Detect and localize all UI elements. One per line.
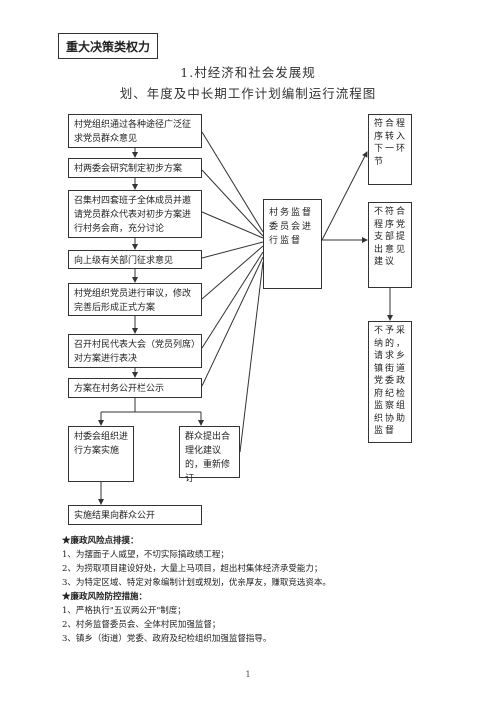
risk-points-heading: ★廉政风险点排摸： [62,536,139,546]
step-representatives-vote: 召开村民代表大会（党员列席）对方案进行表决 [68,334,202,368]
side-proceed-next-step: 符合程序转入下一环节 [368,114,412,185]
control-measure-item: 1、严格执行"五议两公开"制度； [62,606,186,616]
step-consult-superiors: 向上级有关部门征求意见 [68,250,202,269]
page-number: 1 [245,670,251,679]
risk-point-item: 1、为摆面子人威望，不切实际搞政绩工程； [62,550,229,560]
step-publish-results: 实施结果向群众公开 [68,505,202,525]
control-measure-item: 3、镇乡（街道）党委、政府及纪检组织加强监督指导。 [62,634,272,644]
sup-line-1 [201,131,264,233]
step-public-notice: 方案在村务公开栏公示 [68,378,202,398]
arrow-sup-to-s1 [321,151,368,241]
step-draft-plan: 村两委会研究制定初步方案 [68,158,202,178]
category-tag: 重大决策类权力 [58,33,158,59]
page-title-line2: 划、年度及中长期工作计划编制运行流程图 [119,86,377,101]
risk-point-item: 2、为捞取项目建设好处，大量上马项目，超出村集体经济承受能力； [62,564,323,574]
sup-line-6 [201,251,264,349]
control-measure-item: 2、村务监督委员会、全体村民加强监督； [62,620,221,630]
sup-line-3 [201,211,264,239]
sup-line-7 [201,256,264,387]
control-measures-heading: ★廉政风险防控措施： [62,592,148,602]
side-party-branch-opinion: 不符合程序党支部提出意见建议 [368,202,412,288]
side-request-supervision: 不予采纳的，请求乡镇街道党委政府纪检监察组织协助监督 [368,321,412,443]
sup-line-8 [239,261,264,453]
risk-point-item: 3、为特定区域、特定对象编制计划或规划，优亲厚友，赚取竞选资本。 [62,578,331,588]
step-solicit-opinions: 村党组织通过各种途径广泛征求党员群众意见 [68,114,202,148]
supervision-committee-box: 村务监督委员会进行监督 [263,199,322,289]
step-village-consultation: 召集村四套班子全体成员并邀请党员群众代表对初步方案进行村务会商，充分讨论 [68,190,202,238]
sup-line-2 [201,169,264,237]
sup-line-5 [201,245,264,300]
step-party-review: 村党组织党员进行审议，修改完善后形成正式方案 [68,283,202,316]
step-revise-on-suggestions: 群众提出合理化建议的，重新修订 [179,426,240,484]
step-implement-plan: 村委会组织进行方案实施 [68,426,134,482]
page-title-line1: 1.村经济和社会发展规 [180,65,316,80]
sup-line-4 [201,241,264,259]
